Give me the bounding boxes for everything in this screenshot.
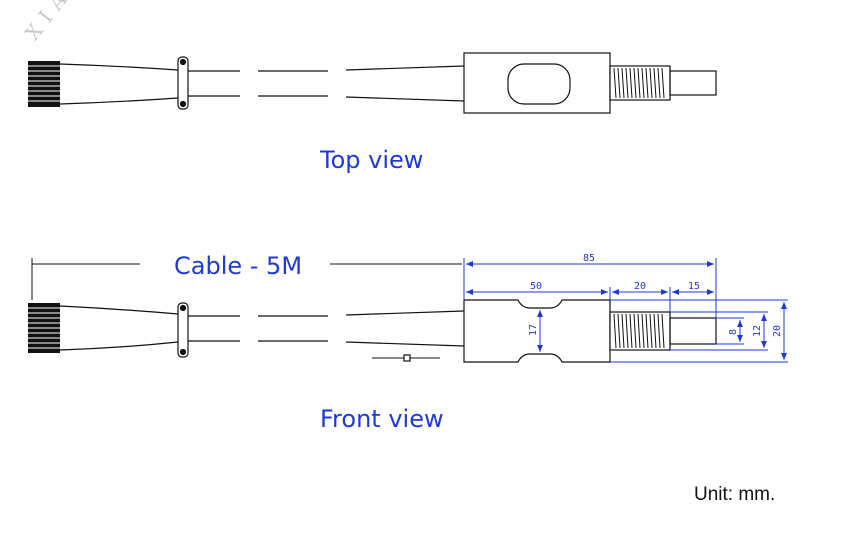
dim-overall-text: 85 — [583, 253, 595, 264]
top-cable-lines — [188, 65, 465, 102]
dim-height-text: 20 — [772, 325, 783, 337]
front-boot — [59, 305, 179, 351]
dim-tip-text: 15 — [688, 281, 700, 292]
top-knurl-lines — [28, 65, 60, 102]
front-knurl-lines — [28, 307, 60, 349]
top-view-label: Top view — [320, 146, 424, 174]
dim-thread-text: 20 — [634, 281, 646, 292]
front-thread-lines — [613, 313, 665, 349]
top-boot — [59, 63, 179, 105]
dim-body-text: 50 — [530, 281, 542, 292]
top-view-drawing — [28, 52, 717, 114]
unit-label: Unit: mm. — [694, 484, 776, 505]
front-cable-lines — [188, 310, 465, 347]
front-view-label: Front view — [320, 405, 444, 433]
top-tip — [669, 70, 717, 96]
dim-thread-dia-text: 12 — [752, 325, 763, 337]
top-clamp — [177, 56, 189, 110]
cable-length-label: Cable - 5M — [168, 252, 309, 280]
dimension-lines — [463, 258, 788, 363]
front-view-drawing — [28, 258, 717, 363]
front-clamp — [177, 302, 189, 358]
dim-body-height-text: 17 — [528, 324, 539, 336]
top-connector-end — [28, 61, 60, 107]
front-tip — [669, 317, 717, 345]
top-thread-lines — [613, 67, 665, 99]
top-window — [507, 63, 571, 105]
dim-tip-dia-text: 8 — [728, 329, 739, 335]
dimension-values: 85 50 20 15 17 8 12 20 — [528, 253, 783, 337]
